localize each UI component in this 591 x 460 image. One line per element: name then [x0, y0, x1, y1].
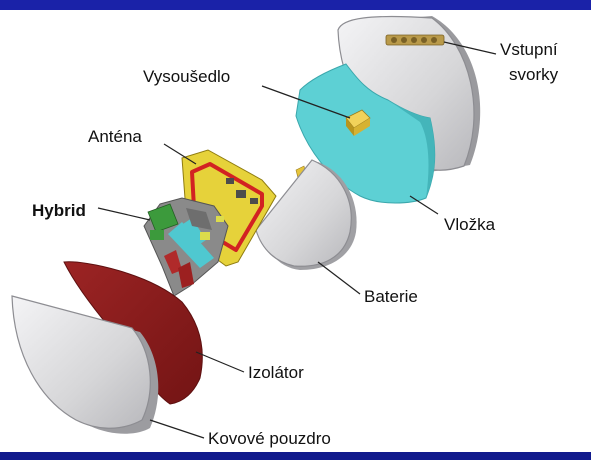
frame-bottom-bar	[0, 452, 591, 460]
leader-hybrid	[98, 208, 150, 220]
leader-kovove	[150, 420, 204, 438]
label-vstupni-line1: Vstupní	[500, 40, 558, 59]
label-vstupni-line2: svorky	[509, 65, 559, 84]
leader-baterie	[318, 262, 360, 294]
label-antena: Anténa	[88, 127, 142, 146]
leader-izolator	[196, 352, 244, 372]
hybrid-module	[144, 198, 228, 296]
label-vlozka: Vložka	[444, 215, 496, 234]
label-vysousedlo: Vysoušedlo	[143, 67, 230, 86]
leader-antena	[164, 144, 196, 164]
connector-terminals	[386, 35, 444, 45]
label-izolator: Izolátor	[248, 363, 304, 382]
frame-top-bar	[0, 0, 591, 10]
label-hybrid: Hybrid	[32, 201, 86, 220]
label-baterie: Baterie	[364, 287, 418, 306]
label-kovove-pouzdro: Kovové pouzdro	[208, 429, 331, 448]
